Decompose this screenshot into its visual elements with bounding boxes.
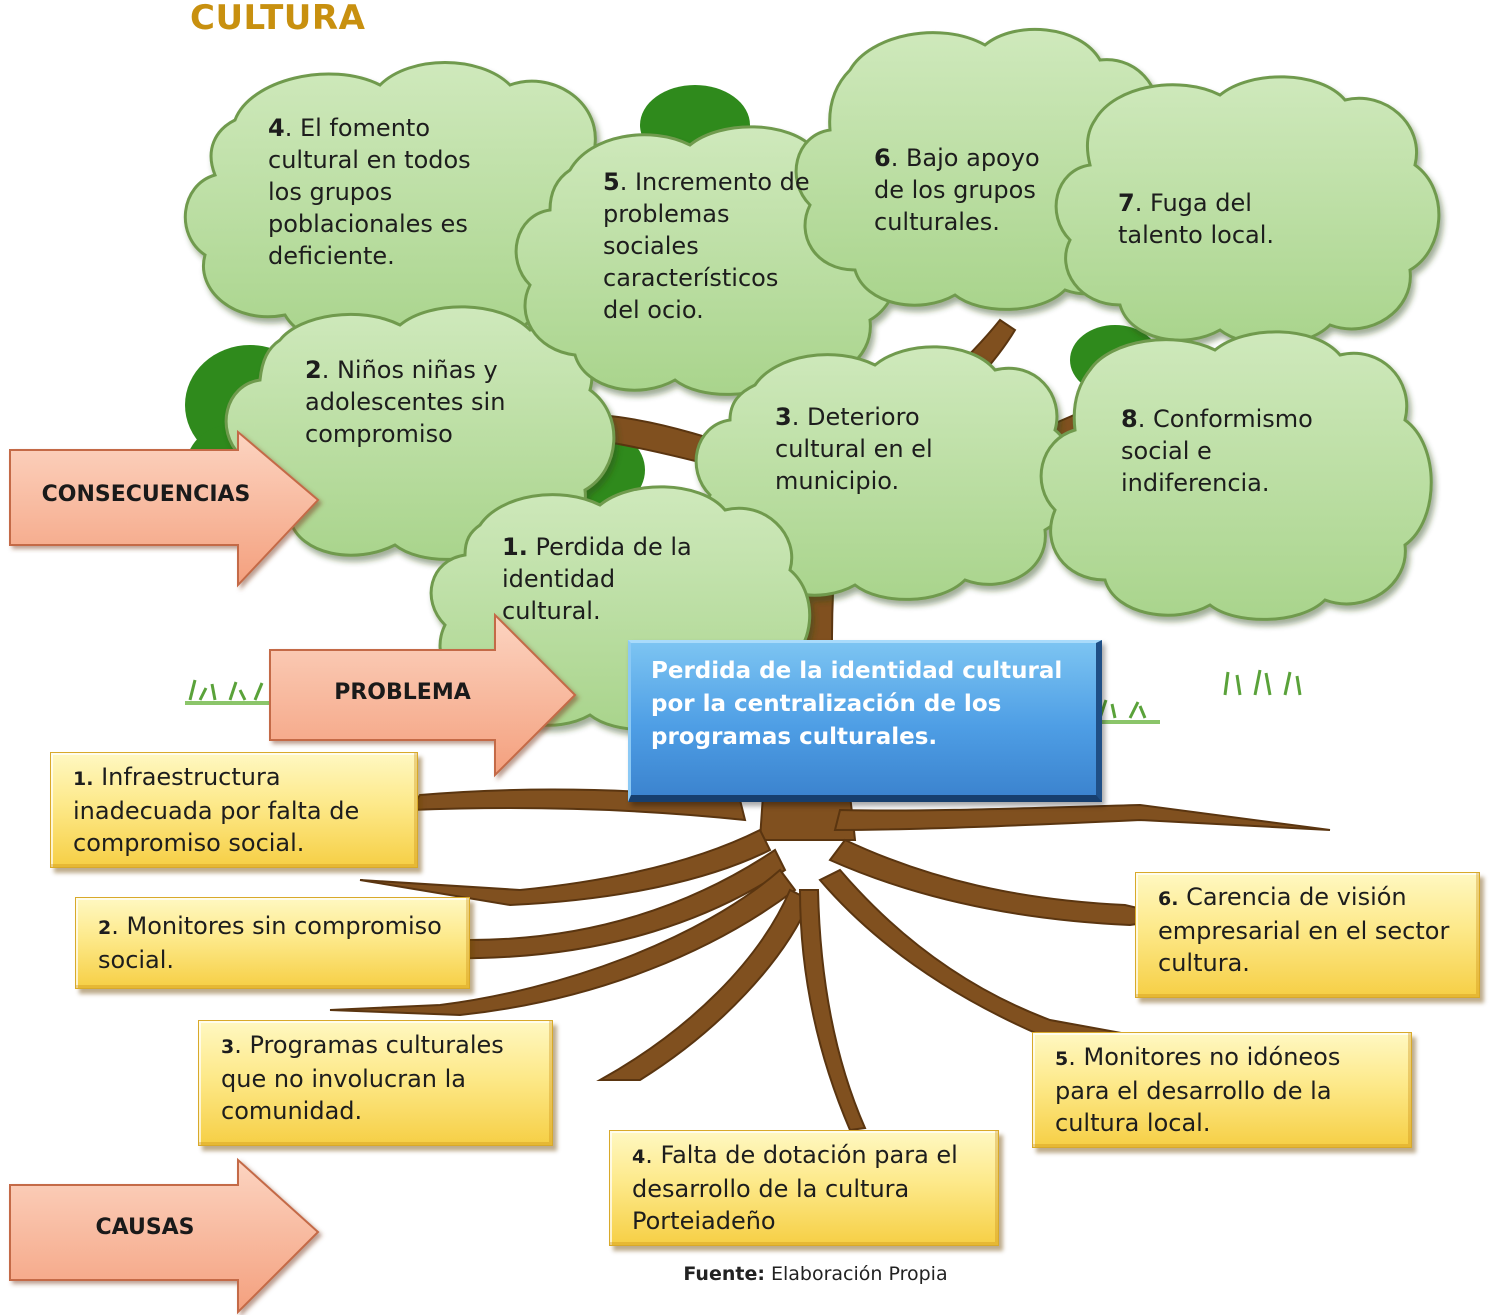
consequence-2: 2. Niños niñas y adolescentes sin compro… bbox=[305, 354, 520, 450]
problem-box: Perdida de la identidad cultural por la … bbox=[628, 640, 1102, 802]
tree-roots bbox=[329, 788, 1331, 1132]
cause-4-text: . Falta de dotación para el desarrollo d… bbox=[632, 1141, 958, 1235]
source-label: Fuente: bbox=[683, 1263, 765, 1285]
consequence-1: 1. Perdida de la identidad cultural. bbox=[502, 531, 717, 627]
cloud-3 bbox=[694, 345, 1077, 601]
label-consecuencias: CONSECUENCIAS bbox=[41, 482, 251, 507]
source-note: Fuente: Elaboración Propia bbox=[0, 1263, 1489, 1285]
cause-6-text: Carencia de visión empresarial en el sec… bbox=[1158, 883, 1450, 977]
consequence-7-num: 7 bbox=[1118, 189, 1135, 217]
cause-4-num: 4 bbox=[632, 1146, 646, 1168]
consequence-4: 4. El fomento cultural en todos los grup… bbox=[268, 112, 508, 272]
label-problema: PROBLEMA bbox=[334, 680, 471, 705]
consequence-8-text: . Conformismo social e indiferencia. bbox=[1121, 405, 1313, 497]
consequence-6: 6. Bajo apoyo de los grupos culturales. bbox=[874, 142, 1064, 238]
cause-2-num: 2 bbox=[98, 917, 112, 939]
cause-5-num: 5 bbox=[1055, 1048, 1069, 1070]
consequence-8: 8. Conformismo social e indiferencia. bbox=[1121, 403, 1351, 499]
cloud-shapes bbox=[183, 27, 1441, 732]
cause-2: 2. Monitores sin compromiso social. bbox=[75, 897, 470, 989]
arrow-problema bbox=[269, 612, 577, 778]
consequence-6-text: . Bajo apoyo de los grupos culturales. bbox=[874, 144, 1040, 236]
cloud-8 bbox=[1039, 330, 1433, 621]
consequence-2-num: 2 bbox=[305, 356, 322, 384]
consequence-6-num: 6 bbox=[874, 144, 891, 172]
consequence-8-num: 8 bbox=[1121, 405, 1138, 433]
consequence-3: 3. Deterioro cultural en el municipio. bbox=[775, 401, 975, 497]
cause-6-num: 6. bbox=[1158, 888, 1179, 910]
page-title: CULTURA bbox=[190, 0, 366, 38]
consequence-4-num: 4 bbox=[268, 114, 285, 142]
cloud-7 bbox=[1054, 75, 1441, 346]
cause-1: 1. Infraestructura inadecuada por falta … bbox=[50, 752, 418, 868]
consequence-1-num: 1. bbox=[502, 533, 528, 561]
consequence-3-num: 3 bbox=[775, 403, 792, 431]
source-text: Elaboración Propia bbox=[764, 1263, 948, 1285]
cause-4: 4. Falta de dotación para el desarrollo … bbox=[609, 1130, 999, 1246]
consequence-3-text: . Deterioro cultural en el municipio. bbox=[775, 403, 933, 495]
cause-6: 6. Carencia de visión empresarial en el … bbox=[1135, 872, 1480, 998]
label-causas: CAUSAS bbox=[95, 1215, 195, 1240]
arrow-consecuencias bbox=[9, 429, 320, 588]
cause-3: 3. Programas culturales que no involucra… bbox=[198, 1020, 553, 1146]
cause-3-num: 3 bbox=[221, 1036, 235, 1058]
consequence-1-text: Perdida de la identidad cultural. bbox=[502, 533, 692, 625]
arrow-shapes bbox=[9, 429, 577, 1315]
cause-3-text: . Programas culturales que no involucran… bbox=[221, 1031, 504, 1125]
consequence-7: 7. Fuga del talento local. bbox=[1118, 187, 1318, 251]
consequence-5: 5. Incremento de problemas sociales cara… bbox=[603, 166, 813, 326]
consequence-7-text: . Fuga del talento local. bbox=[1118, 189, 1275, 249]
consequence-5-num: 5 bbox=[603, 168, 620, 196]
cause-1-num: 1. bbox=[73, 768, 94, 790]
arrow-causas bbox=[9, 1157, 320, 1315]
cause-1-text: Infraestructura inadecuada por falta de … bbox=[73, 763, 360, 857]
consequence-5-text: . Incremento de problemas sociales carac… bbox=[603, 168, 810, 324]
cause-2-text: . Monitores sin compromiso social. bbox=[98, 912, 442, 974]
cause-5-text: . Monitores no idóneos para el desarroll… bbox=[1055, 1043, 1341, 1137]
consequence-2-text: . Niños niñas y adolescentes sin comprom… bbox=[305, 356, 506, 448]
cause-5: 5. Monitores no idóneos para el desarrol… bbox=[1032, 1032, 1412, 1148]
consequence-4-text: . El fomento cultural en todos los grupo… bbox=[268, 114, 471, 270]
